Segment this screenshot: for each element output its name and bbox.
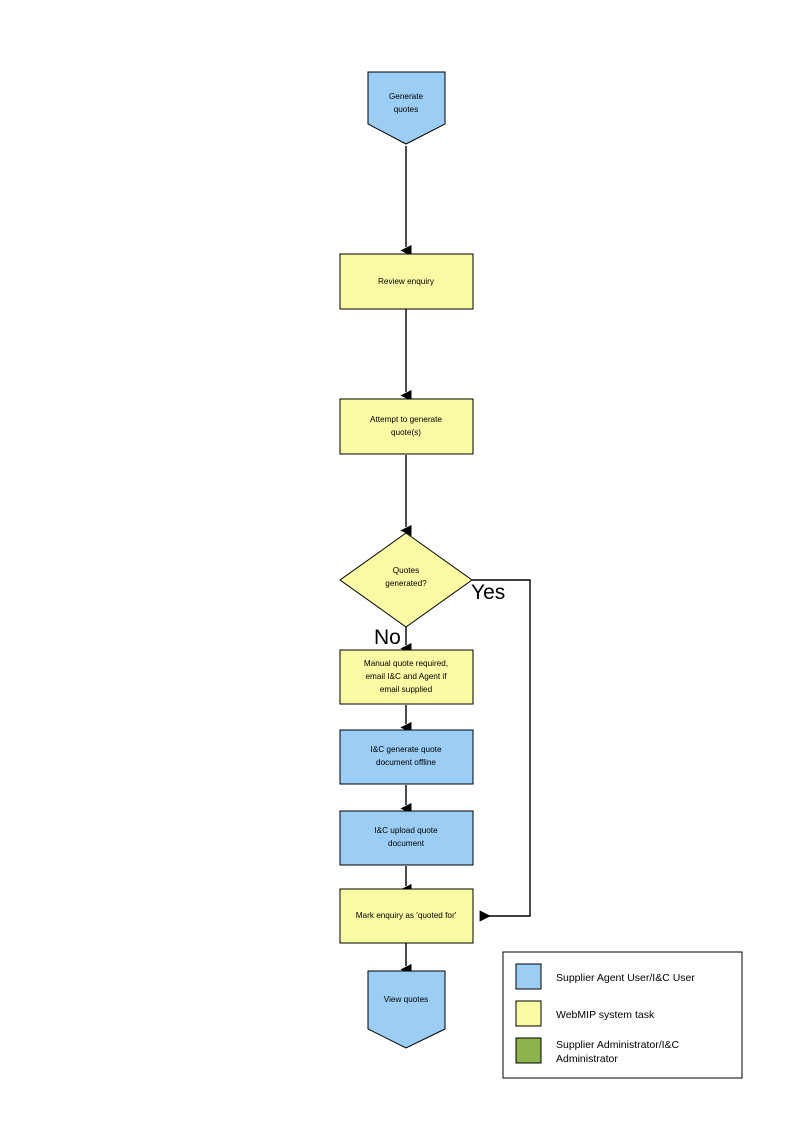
connector-decision-yes-to-mark xyxy=(472,579,531,922)
review-enquiry-shape xyxy=(339,253,474,310)
attempt-generate-quotes-label-line-1: Attempt to generate xyxy=(370,415,442,424)
review-enquiry-label-line-1: Review enquiry xyxy=(378,277,435,286)
generate-quotes-label-line-2: quotes xyxy=(394,105,419,114)
ic-upload-quote-document-shape xyxy=(339,810,474,866)
ic-upload-quote-document-label-line-1: I&C upload quote xyxy=(374,826,438,835)
legend-item-supplier-administrator: Supplier Administrator/I&C Administrator xyxy=(515,1037,680,1065)
mark-enquiry-quoted-for-shape xyxy=(339,888,474,944)
legend-label-user-task: Supplier Agent User/I&C User xyxy=(556,972,695,984)
branch-label-yes: Yes xyxy=(471,581,505,604)
ic-generate-quote-offline-shape xyxy=(339,729,474,785)
node-attempt-generate-quotes[interactable]: Attempt to generate quote(s) xyxy=(339,398,474,455)
node-view-quotes[interactable]: View quotes xyxy=(367,970,446,1049)
branch-label-no: No xyxy=(374,626,401,649)
legend-label-admin-task-line-2: Administrator xyxy=(556,1053,618,1065)
quotes-generated-decision-label-line-2: generated? xyxy=(385,579,427,588)
node-ic-generate-quote-offline[interactable]: I&C generate quote document offline xyxy=(339,729,474,785)
view-quotes-label-line-1: View quotes xyxy=(384,995,428,1004)
node-ic-upload-quote-document[interactable]: I&C upload quote document xyxy=(339,810,474,866)
manual-quote-required-label-line-3: email supplied xyxy=(380,685,433,694)
legend-item-supplier-agent-user: Supplier Agent User/I&C User xyxy=(515,963,695,990)
manual-quote-required-shape xyxy=(339,649,474,705)
legend: Supplier Agent User/I&C User WebMIP syst… xyxy=(502,951,743,1079)
legend-swatch-admin-task xyxy=(515,1037,542,1064)
view-quotes-shape xyxy=(367,970,446,1049)
node-manual-quote-required[interactable]: Manual quote required, email I&C and Age… xyxy=(339,649,474,705)
quotes-generated-decision-shape xyxy=(339,532,473,628)
mark-enquiry-quoted-for-label-line-1: Mark enquiry as 'quoted for' xyxy=(356,911,457,920)
legend-frame xyxy=(502,951,743,1079)
ic-upload-quote-document-label-line-2: document xyxy=(388,839,425,848)
ic-generate-quote-offline-label-line-2: document offline xyxy=(376,758,436,767)
node-generate-quotes[interactable]: Generate quotes xyxy=(367,71,446,145)
legend-label-system-task: WebMIP system task xyxy=(556,1009,655,1021)
quotes-generated-decision-label-line-1: Quotes xyxy=(393,566,419,575)
connectors xyxy=(400,146,531,976)
node-review-enquiry[interactable]: Review enquiry xyxy=(339,253,474,310)
manual-quote-required-label-line-1: Manual quote required, xyxy=(364,659,448,668)
legend-swatch-system-task xyxy=(515,1000,542,1027)
legend-swatch-user-task xyxy=(515,963,542,990)
attempt-generate-quotes-shape xyxy=(339,398,474,455)
node-quotes-generated-decision[interactable]: Quotes generated? xyxy=(339,532,473,628)
ic-generate-quote-offline-label-line-1: I&C generate quote xyxy=(370,745,441,754)
node-mark-enquiry-quoted-for[interactable]: Mark enquiry as 'quoted for' xyxy=(339,888,474,944)
generate-quotes-label-line-1: Generate xyxy=(389,92,424,101)
generate-quotes-shape xyxy=(367,71,446,145)
manual-quote-required-label-line-2: email I&C and Agent if xyxy=(365,672,447,681)
attempt-generate-quotes-label-line-2: quote(s) xyxy=(391,428,421,437)
legend-label-admin-task-line-1: Supplier Administrator/I&C xyxy=(556,1039,680,1051)
legend-item-webmip-system-task: WebMIP system task xyxy=(515,1000,655,1027)
